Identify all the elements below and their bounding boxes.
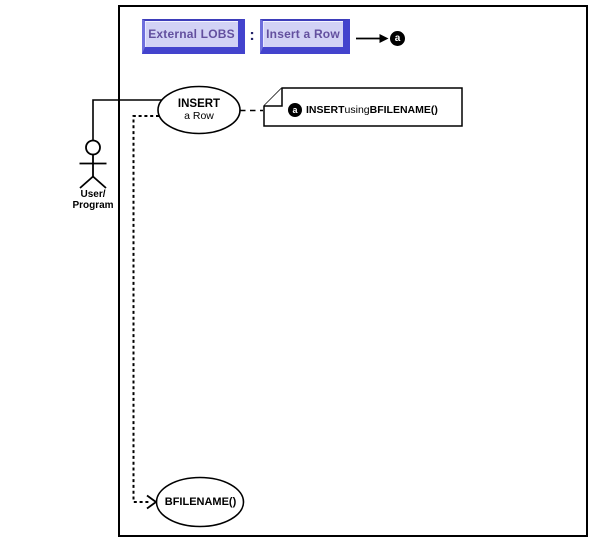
association-line-actor-insert [92, 99, 162, 141]
use-case-label-bfilename: BFILENAME() [164, 496, 237, 508]
note-fold-icon [264, 88, 283, 107]
note-text-using: using [344, 104, 370, 116]
note-shape [263, 87, 463, 127]
insert-row-line1: INSERT [177, 98, 221, 110]
external-lobs-button-label: External LOBS [148, 27, 235, 41]
marker-a-icon: a [390, 31, 405, 46]
insert-row-line2: a Row [184, 110, 214, 122]
actor-label-line2: Program [72, 200, 114, 211]
system-boundary-frame [118, 5, 588, 537]
use-case-label-insert-row: INSERT a Row [158, 87, 240, 133]
note-marker-a-icon: a [288, 103, 302, 117]
header-separator-colon: : [249, 27, 255, 44]
note-text-bfilename: BFILENAME() [369, 104, 438, 116]
insert-a-row-button-label: Insert a Row [266, 27, 340, 41]
note-text-insert: INSERT [306, 104, 345, 116]
note-text: INSERT using BFILENAME() [306, 101, 458, 119]
use-case-ellipse-insert-row [157, 85, 241, 135]
actor-label: User/ Program [63, 189, 123, 211]
arrow-right-icon [356, 34, 389, 43]
actor-label-line1: User/ [80, 189, 106, 200]
external-lobs-button[interactable]: External LOBS [142, 19, 245, 54]
use-case-ellipse-bfilename [155, 476, 245, 528]
actor-figure [79, 139, 107, 189]
insert-a-row-button[interactable]: Insert a Row [260, 19, 350, 54]
dependency-line-bfilename [132, 115, 159, 510]
